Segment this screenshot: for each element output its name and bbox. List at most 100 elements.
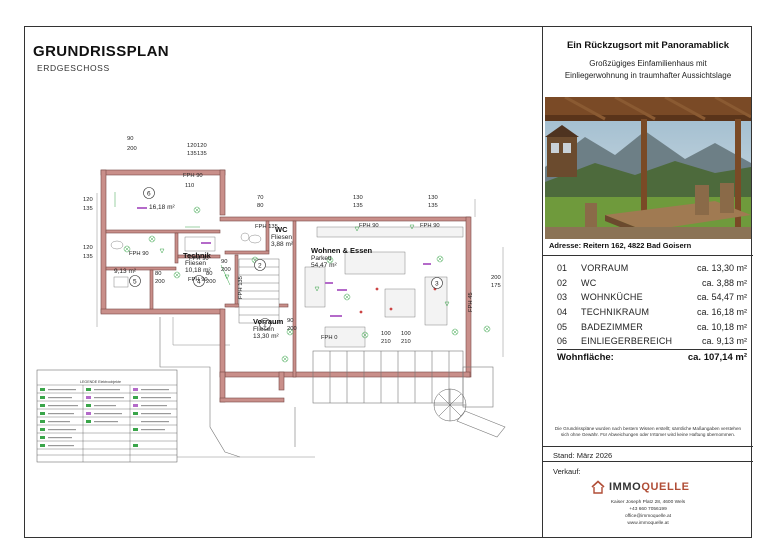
dimension: 175 <box>491 283 501 289</box>
dimension: 100 <box>401 331 411 337</box>
fph-label: FPH 90 <box>420 223 440 229</box>
vorraum-floor: Fliesen <box>253 326 274 333</box>
list-item: 02 WC ca. 3,88 m² <box>557 276 747 291</box>
fph-label: FPH 135 <box>238 276 244 299</box>
room-number: 06 <box>557 336 568 347</box>
divider <box>557 349 747 350</box>
dimension: 120 <box>187 143 197 149</box>
dimension: 200 <box>287 326 297 332</box>
dimension: 80 <box>155 271 161 277</box>
list-item: 06 EINLIEGERBEREICH ca. 9,13 m² <box>557 334 747 349</box>
list-item: 05 BADEZIMMER ca. 10,18 m² <box>557 319 747 334</box>
dimension: 135 <box>187 151 197 157</box>
disclaimer: Die Grundrisspläne wurden nach bestem Wi… <box>549 426 747 438</box>
vorraum-label: Vorraum <box>253 317 284 326</box>
room5-area: 9,13 m² <box>114 268 137 275</box>
dimension: 90 <box>287 318 293 324</box>
total-living-area: Wohnfläche: ca. 107,14 m² <box>557 352 747 363</box>
technik-floor: Fliesen <box>185 260 206 267</box>
wc-floor: Fliesen <box>271 234 292 241</box>
dimension: 80 <box>257 203 263 209</box>
room-area: ca. 54,47 m² <box>696 292 747 303</box>
fph-label: FPH 0 <box>321 335 337 341</box>
room-number-2: 2 <box>258 263 262 270</box>
contact-website[interactable]: www.immoquelle.at <box>627 521 669 526</box>
divider <box>543 255 753 256</box>
plan-title: GRUNDRISSPLAN <box>33 43 170 60</box>
dimension: 200 <box>221 267 231 273</box>
dimension: 135 <box>428 203 438 209</box>
listing-title: Ein Rückzugsort mit Panoramablick <box>566 40 730 51</box>
listing-subtitle-line-2: Einliegerwohnung in traumhafter Aussicht… <box>564 71 732 80</box>
logo-wordmark: IMMOQUELLE <box>609 481 690 493</box>
dimension: 100 <box>381 331 391 337</box>
floor-plan-sheet: 6 5 4 2 1 3 WC Fliesen 3,88 m² Wohnen & … <box>24 26 753 538</box>
dimension: 200 <box>206 279 216 285</box>
room-number-3: 3 <box>435 281 439 288</box>
room-area: ca. 3,88 m² <box>701 277 747 288</box>
room6-area: 16,18 m² <box>149 204 175 211</box>
divider <box>543 461 753 462</box>
immoquelle-logo: IMMOQUELLE <box>591 479 711 495</box>
dimension: 120 <box>83 197 93 203</box>
vorraum-area: 13,30 m² <box>253 333 279 340</box>
room-number-1: 1 <box>263 322 267 329</box>
room-area: ca. 10,18 m² <box>696 321 747 332</box>
room-area: ca. 9,13 m² <box>701 336 747 347</box>
room-number-5: 5 <box>133 279 137 286</box>
info-panel: Ein Rückzugsort mit Panoramablick Großzü… <box>542 27 753 537</box>
technik-area: 10,18 m² <box>185 267 211 274</box>
list-item: 03 WOHNKÜCHE ca. 54,47 m² <box>557 290 747 305</box>
fph-label: FPH 90 <box>183 173 203 179</box>
dimension: 135 <box>197 151 207 157</box>
fph-label: FPH 90 <box>129 251 149 257</box>
contact-email[interactable]: office@immoquelle.at <box>624 514 672 519</box>
room-name: EINLIEGERBEREICH <box>581 336 673 347</box>
room-number: 04 <box>557 307 568 318</box>
disclaimer-line: Die Grundrisspläne wurden nach bestem Wi… <box>554 426 742 431</box>
house-icon <box>591 480 605 494</box>
legend-title: LEGENDE Elektroobjekte <box>80 380 121 384</box>
dimension: 120 <box>197 143 207 149</box>
fph-label: FPH 90 <box>189 256 209 262</box>
logo-part-2: QUELLE <box>641 481 690 493</box>
dimension: 70 <box>257 195 263 201</box>
floor-plan-drawing: 6 5 4 2 1 3 WC Fliesen 3,88 m² Wohnen & … <box>36 136 506 463</box>
contact-phone: +43 660 7056199 <box>629 507 667 512</box>
dimension: 80 <box>206 271 212 277</box>
dimension: 135 <box>83 254 93 260</box>
room-number-6: 6 <box>147 191 151 198</box>
listing-subtitle-line-1: Großzügiges Einfamilienhaus mit <box>589 59 707 68</box>
total-value: ca. 107,14 m² <box>687 352 747 363</box>
logo-part-1: IMMO <box>609 481 642 493</box>
plan-date: Stand: März 2026 <box>553 451 613 460</box>
list-item: 01 VORRAUM ca. 13,30 m² <box>557 261 747 276</box>
total-label: Wohnfläche: <box>557 352 614 363</box>
dimension: 200 <box>127 146 137 152</box>
dimension: 135 <box>83 206 93 212</box>
contact-address: Kaiser Joseph Platz 28, 4600 Wels <box>610 500 686 505</box>
dimension: 200 <box>155 279 165 285</box>
seller-label: Verkauf: <box>553 467 581 476</box>
dimension: 210 <box>381 339 391 345</box>
list-item: 04 TECHNIKRAUM ca. 16,18 m² <box>557 305 747 320</box>
room-area: ca. 16,18 m² <box>696 307 747 318</box>
room-name: VORRAUM <box>581 263 629 274</box>
room-number: 02 <box>557 277 568 288</box>
dimension: 130 <box>353 195 363 201</box>
fph-label: FPH 90 <box>188 277 208 283</box>
room-number: 03 <box>557 292 568 303</box>
wohnen-label: Wohnen & Essen <box>311 246 373 255</box>
wc-label: WC <box>275 225 288 234</box>
dimension: 90 <box>127 136 133 142</box>
wohnen-area: 54,47 m² <box>311 262 337 269</box>
disclaimer-line: sich ohne Gewähr. Für Abweichungen oder … <box>560 432 736 437</box>
room-area: ca. 13,30 m² <box>696 263 747 274</box>
fph-label: FPH 90 <box>359 223 379 229</box>
wc-area: 3,88 m² <box>271 241 294 248</box>
room-number: 05 <box>557 321 568 332</box>
dimension: 200 <box>491 275 501 281</box>
fph-label: FPH 45 <box>468 292 474 312</box>
room-number-4: 4 <box>197 279 201 286</box>
dimension: 135 <box>353 203 363 209</box>
